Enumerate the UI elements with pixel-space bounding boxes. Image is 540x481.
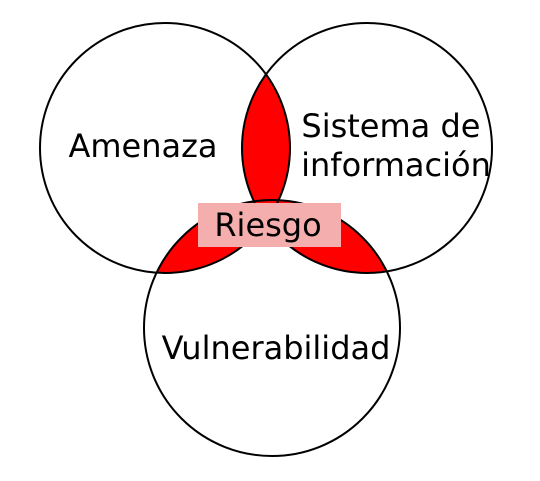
label-amenaza: Amenaza [68, 127, 217, 165]
circle-vulnerabilidad [143, 199, 401, 457]
overlap-sistema-vulnerabilidad [242, 200, 400, 273]
label-amenaza-line-1: Amenaza [68, 127, 217, 165]
label-sistema-line-1: Sistema de [301, 107, 480, 145]
label-sistema-line-2: información [301, 146, 491, 184]
riesgo-label-box [198, 203, 341, 247]
label-riesgo: Riesgo [214, 206, 321, 244]
circle-amenaza [39, 22, 291, 274]
label-vulnerabilidad: Vulnerabilidad [162, 329, 391, 367]
label-sistema-de-informacion: Sistema de información [301, 107, 491, 184]
label-vulnerabilidad-line-1: Vulnerabilidad [162, 329, 391, 367]
circle-sistema-de-informacion [241, 22, 493, 274]
overlap-amenaza-vulnerabilidad [144, 200, 290, 273]
